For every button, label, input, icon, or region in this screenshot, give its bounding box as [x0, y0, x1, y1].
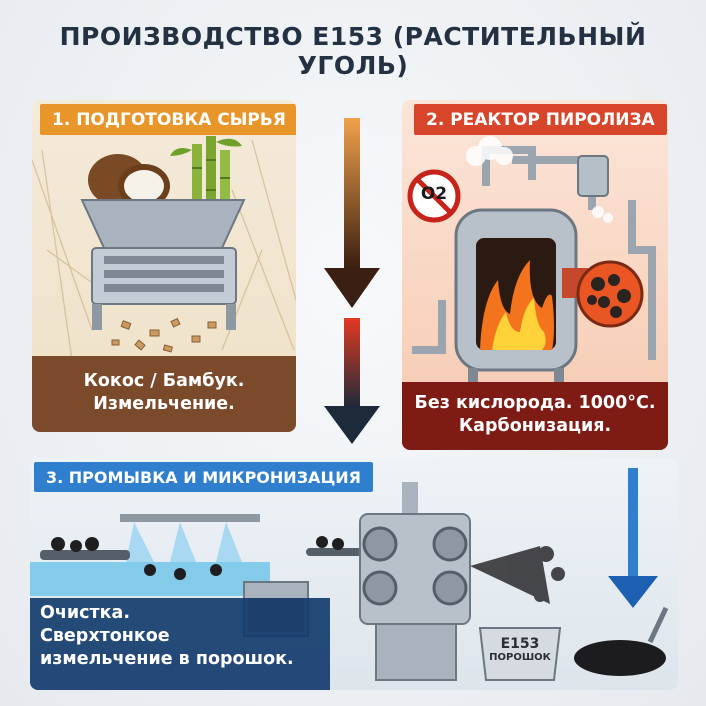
step-2-caption: Без кислорода. 1000°С. Карбонизация. — [402, 392, 668, 438]
bamboo-icon — [170, 136, 242, 214]
coconut-icon — [88, 154, 170, 208]
charcoal-chamber — [562, 260, 644, 328]
step-1-illustration — [32, 136, 296, 432]
step-2-label: 2. РЕАКТОР ПИРОЛИЗА — [414, 104, 667, 135]
shredder-icon — [80, 199, 246, 330]
bin-label-line-1: E153 — [500, 636, 540, 652]
wood-chips — [111, 317, 217, 353]
step-2-illustration — [402, 136, 668, 450]
flow-arrow-icon — [324, 118, 380, 308]
step-1-caption-line-1: Кокос / Бамбук. — [83, 371, 245, 391]
step-3-caption-line-3: измельчение в порошок. — [40, 649, 294, 669]
step-1-caption-line-2: Измельчение. — [93, 394, 235, 414]
no-oxygen-text: O2 — [420, 184, 448, 204]
step-3-label: 3. ПРОМЫВКА И МИКРОНИЗАЦИЯ — [34, 462, 373, 492]
powder-pile-icon — [574, 606, 669, 676]
step-3-caption: Очистка. Сверхтонкое измельчение в порош… — [30, 598, 330, 690]
step-3-panel: 3. ПРОМЫВКА И МИКРОНИЗАЦИЯ E153 ПОРОШОК … — [30, 458, 678, 690]
step-3-caption-line-2: Сверхтонкое — [40, 626, 170, 646]
straw-texture — [32, 139, 296, 361]
micronizer-mill-icon — [359, 482, 471, 681]
page-title: ПРОИЗВОДСТВО E153 (РАСТИТЕЛЬНЫЙ УГОЛЬ) — [59, 22, 647, 80]
conveyor-2 — [306, 536, 362, 556]
step-2-caption-line-1: Без кислорода. 1000°С. — [414, 393, 656, 413]
step-1-panel: 1. ПОДГОТОВКА СЫРЬЯ Кокос / Бамбук. Изме… — [32, 100, 296, 432]
powder-spray — [470, 546, 565, 604]
flow-arrows — [324, 118, 380, 444]
step-2-caption-line-2: Карбонизация. — [458, 416, 612, 436]
step-3-illustration — [30, 468, 669, 681]
step-2-panel: 2. РЕАКТОР ПИРОЛИЗА O2 Без кислорода. 10… — [402, 100, 668, 450]
bin-label: E153 ПОРОШОК — [482, 636, 558, 664]
bin-label-line-2: ПОРОШОК — [489, 652, 551, 663]
powder-bin-icon — [478, 627, 562, 681]
step-3-caption-line-1: Очистка. — [40, 603, 131, 623]
flow-arrow-icon — [324, 318, 380, 444]
step-1-caption: Кокос / Бамбук. Измельчение. — [32, 370, 296, 416]
steam-cloud — [466, 136, 613, 223]
fire-icon — [480, 260, 554, 350]
flow-arrow-icon — [608, 468, 658, 608]
filter-icon — [577, 155, 609, 197]
step-1-label: 1. ПОДГОТОВКА СЫРЬЯ — [40, 104, 296, 135]
no-oxygen-icon — [407, 169, 461, 223]
